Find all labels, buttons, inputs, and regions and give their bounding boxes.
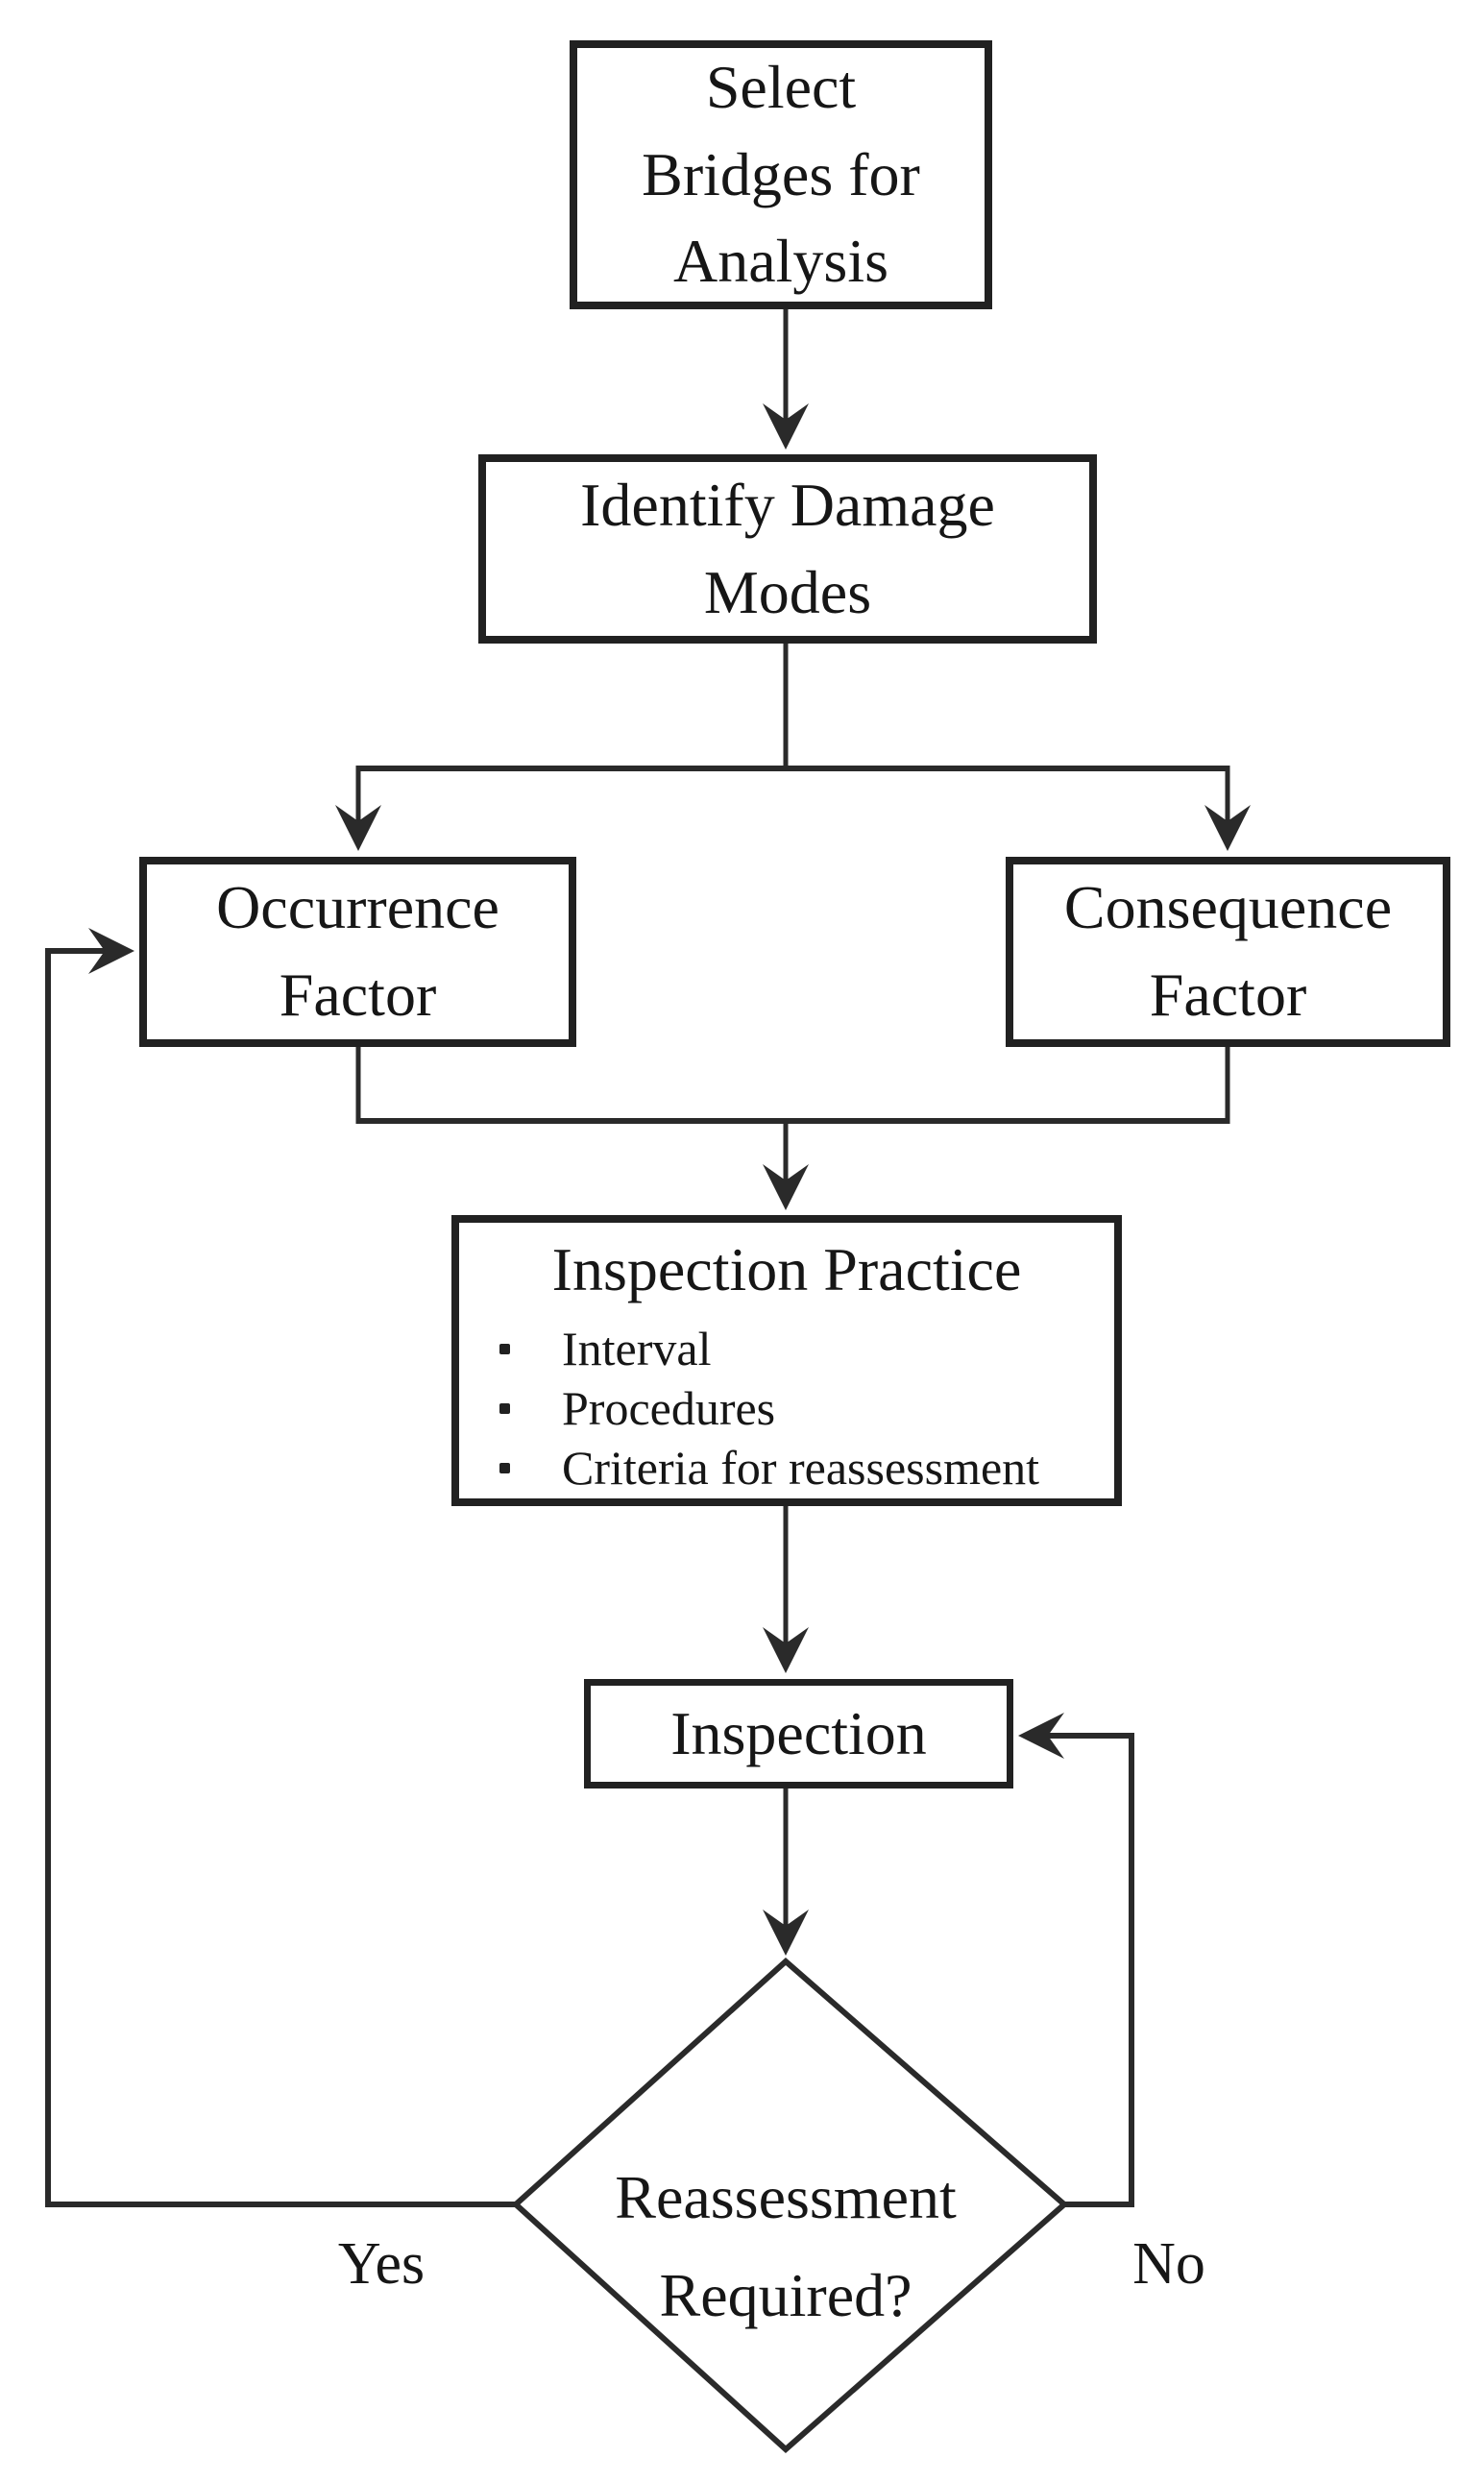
bullet-text: Interval xyxy=(562,1322,712,1376)
arrowhead-right-icon xyxy=(88,928,134,974)
list-item: Criteria for reassessment xyxy=(499,1438,1095,1497)
node-occurrence-factor-label: Occurrence Factor xyxy=(216,873,499,1029)
edge-label-yes: Yes xyxy=(337,2231,426,2297)
node-consequence-factor-label: Consequence Factor xyxy=(1063,873,1393,1029)
edge-yes-feedback xyxy=(45,948,516,2207)
node-inspection-label: Inspection xyxy=(670,1698,927,1767)
node-consequence-factor: Consequence Factor xyxy=(1006,857,1450,1047)
node-identify-damage-modes-label: Identify Damage Modes xyxy=(580,470,995,626)
arrowhead-left-icon xyxy=(1018,1713,1064,1759)
arrowhead-down-icon xyxy=(763,403,809,450)
list-item: Procedures xyxy=(499,1378,1095,1438)
node-select-bridges-label: Select Bridges for Analysis xyxy=(642,52,920,296)
arrowhead-down-icon xyxy=(1204,805,1251,851)
bullet-text: Procedures xyxy=(562,1381,776,1436)
bullet-dot-icon xyxy=(499,1462,510,1473)
edge-label-no: No xyxy=(1132,2231,1205,2297)
arrowhead-down-icon xyxy=(763,1627,809,1673)
arrowhead-down-icon xyxy=(763,1910,809,1956)
node-decision-label: Reassessment Required? xyxy=(615,2163,957,2329)
arrowhead-down-icon xyxy=(763,1164,809,1210)
inspection-practice-bullet-list: Interval Procedures Criteria for reasses… xyxy=(478,1319,1095,1497)
node-occurrence-factor: Occurrence Factor xyxy=(139,857,576,1047)
list-item: Interval xyxy=(499,1319,1095,1378)
node-decision-shape xyxy=(511,1957,1069,2454)
bullet-dot-icon xyxy=(499,1343,510,1354)
edge-no-feedback xyxy=(1033,1733,1134,2207)
bullet-dot-icon xyxy=(499,1402,510,1414)
node-identify-damage-modes: Identify Damage Modes xyxy=(478,454,1097,644)
node-inspection-practice: Inspection Practice Interval Procedures … xyxy=(451,1215,1122,1506)
node-select-bridges: Select Bridges for Analysis xyxy=(570,40,992,309)
bullet-text: Criteria for reassessment xyxy=(562,1441,1040,1496)
arrowhead-down-icon xyxy=(335,805,381,851)
node-inspection: Inspection xyxy=(584,1679,1013,1788)
node-inspection-practice-title: Inspection Practice xyxy=(551,1235,1022,1303)
